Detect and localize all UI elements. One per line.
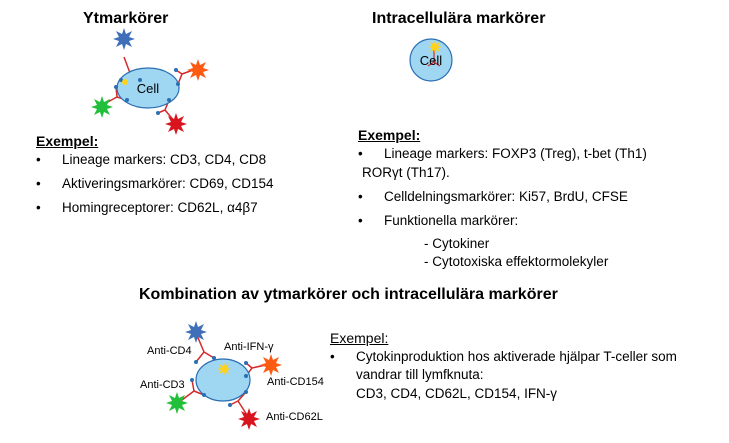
list-item: •Aktiveringsmarkörer: CD69, CD154	[36, 176, 274, 191]
intracellular-example-list: •Lineage markers: FOXP3 (Treg), t-bet (T…	[358, 146, 647, 163]
sublist-item: - Cytotoxiska effektormolekyler	[424, 254, 609, 269]
list-item: •Homingreceptorer: CD62L, α4β7	[36, 200, 258, 215]
intracellular-example-heading: Exempel:	[358, 127, 421, 143]
surface-example-heading: Exempel:	[36, 133, 99, 149]
orange-star-icon	[260, 354, 282, 376]
green-star-icon	[91, 96, 113, 118]
sublist-item: - Cytokiner	[424, 236, 490, 251]
list-item: •Lineage markers: CD3, CD4, CD8	[36, 152, 267, 167]
list-item: •Cytokinproduktion hos aktiverade hjälpa…	[330, 349, 677, 364]
surface-markers-title: Ytmarkörer	[83, 10, 169, 27]
intracellular-markers-title: Intracellulära markörer	[372, 10, 546, 27]
list-item: •Celldelningsmarkörer: Ki57, BrdU, CFSE	[358, 189, 628, 204]
yellow-star-icon	[217, 362, 231, 376]
blue-star-icon	[113, 28, 135, 50]
list-item-continuation: vandrar till lymfknuta:	[356, 367, 484, 382]
list-item: •Lineage markers: FOXP3 (Treg), t-bet (T…	[358, 146, 647, 161]
surface-star-markers	[91, 28, 209, 135]
combination-title: Kombination av ytmarkörer och intracellu…	[139, 286, 558, 303]
red-star-icon	[165, 113, 187, 135]
anti-cd154-label: Anti-CD154	[267, 376, 324, 388]
intracellular-example-list-2: •Celldelningsmarkörer: Ki57, BrdU, CFSE …	[358, 189, 628, 228]
anti-ifn-label: Anti-IFN-γ	[224, 341, 274, 353]
combination-example-list: •Cytokinproduktion hos aktiverade hjälpa…	[330, 349, 677, 364]
list-item-continuation: RORγt (Th17).	[362, 165, 450, 180]
surface-yellow-dot	[122, 79, 128, 85]
anti-cd3-label: Anti-CD3	[140, 379, 185, 391]
intracellular-cell	[409, 38, 453, 82]
list-item-continuation: CD3, CD4, CD62L, CD154, IFN-γ	[356, 386, 558, 401]
surface-example-list: •Lineage markers: CD3, CD4, CD8 •Aktiver…	[36, 152, 274, 215]
anti-cd4-label: Anti-CD4	[147, 345, 192, 357]
combination-cell	[195, 358, 251, 402]
yellow-star-icon	[428, 40, 442, 54]
anti-cd62l-label: Anti-CD62L	[266, 411, 323, 423]
list-item: •Funktionella markörer:	[358, 213, 519, 228]
red-star-icon	[238, 408, 260, 430]
combination-example-heading: Exempel:	[330, 330, 389, 346]
green-star-icon	[166, 392, 188, 414]
surface-receptor-dots	[114, 68, 180, 115]
blue-star-icon	[185, 321, 207, 343]
surface-cell-label: Cell	[137, 81, 160, 96]
intracellular-cell-label: Cell	[420, 53, 443, 68]
orange-star-icon	[187, 59, 209, 81]
